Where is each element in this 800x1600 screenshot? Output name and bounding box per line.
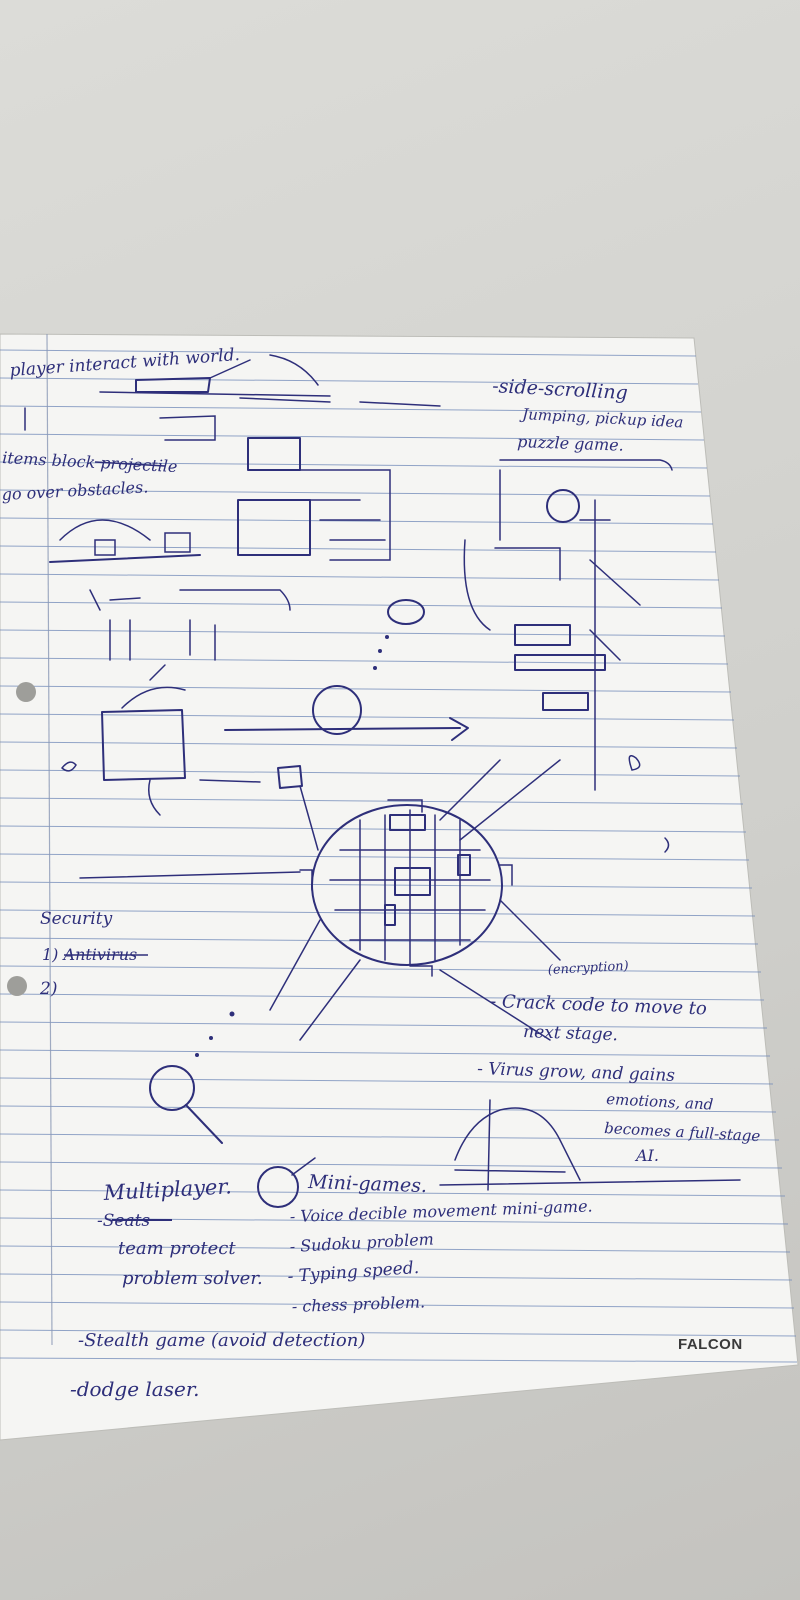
note-emotions: emotions, and: [606, 1090, 714, 1114]
note-minigames-heading: Mini-games.: [307, 1171, 428, 1197]
note-puzzle: puzzle game.: [517, 432, 624, 455]
sketch-right: [439, 459, 741, 1191]
note-dodge: -dodge laser.: [70, 1377, 200, 1401]
binder-hole: [16, 682, 36, 702]
brand-logo: FALCON: [678, 1336, 743, 1353]
sketch-sphere: [79, 759, 561, 1041]
note-next-stage: next stage.: [523, 1022, 619, 1045]
note-minigame-4: - chess problem.: [291, 1292, 425, 1316]
sketch-middle-row: [61, 664, 469, 851]
note-security-heading: Security: [40, 909, 113, 929]
note-security-item2: 2): [39, 979, 57, 999]
note-problem-solver: problem solver.: [122, 1268, 263, 1289]
binder-hole: [7, 976, 27, 996]
handwritten-notes: player interact with world. items block …: [1, 345, 761, 1401]
note-team-protect: team protect: [118, 1238, 236, 1259]
sketch-magnifier: [149, 1011, 316, 1208]
note-stealth: -Stealth game (avoid detection): [78, 1330, 365, 1351]
note-encryption: (encryption): [547, 959, 629, 978]
note-ai: AI.: [634, 1146, 659, 1165]
ruled-lines: [0, 333, 798, 1363]
sketch-top-left: [24, 354, 441, 670]
